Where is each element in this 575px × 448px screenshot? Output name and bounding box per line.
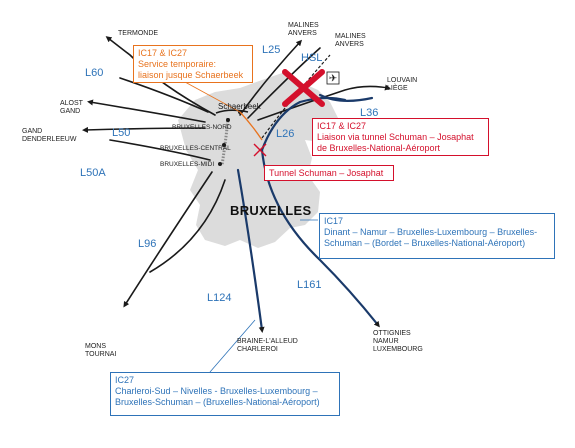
blue-leader-ic27 (209, 319, 256, 373)
line-l60-branch (119, 77, 209, 113)
label-l50a: L50A (80, 167, 106, 179)
line-louvain (257, 84, 391, 121)
label-l36: L36 (360, 107, 379, 119)
label-schaerbeek: Schaerbeek (218, 102, 261, 111)
line-l36 (318, 93, 374, 102)
station-central (222, 143, 226, 147)
label-hsl: HSL (301, 52, 323, 64)
label-l124: L124 (207, 292, 232, 304)
works-icon (253, 143, 267, 157)
line-l96-b (149, 179, 226, 273)
label-l96: L96 (138, 238, 157, 250)
label-central: BRUXELLES-CENTRAL (160, 145, 231, 152)
label-l25: L25 (262, 44, 281, 56)
brussels-urban-area (178, 72, 338, 248)
line-l50a (109, 139, 211, 161)
airplane-icon: ✈ (326, 71, 340, 85)
orange-leader (184, 81, 241, 113)
station-nord (226, 118, 230, 122)
label-nord: BRUXELLES-NORD (172, 124, 232, 131)
label-l161: L161 (297, 279, 322, 291)
line-l26 (260, 96, 347, 152)
line-l161 (260, 148, 380, 328)
callout-red-tunnel-name: Tunnel Schuman – Josaphat (264, 165, 394, 181)
line-l25 (239, 39, 303, 116)
closure-icon (282, 69, 325, 107)
dest-termonde: TERMONDE (118, 30, 159, 37)
svg-text:✈: ✈ (329, 74, 337, 85)
line-l50 (87, 99, 206, 123)
line-l50-b (82, 126, 206, 133)
north-junction (215, 109, 249, 114)
line-l124 (236, 168, 265, 333)
label-l26: L26 (276, 128, 295, 140)
line-l25-b (247, 47, 321, 119)
city-label: BRUXELLES (230, 203, 312, 218)
label-l60: L60 (85, 67, 104, 79)
label-l50: L50 (112, 127, 131, 139)
orange-service-link (239, 111, 263, 141)
label-midi: BRUXELLES-MIDI (160, 161, 215, 168)
line-l96 (123, 171, 213, 308)
station-midi (218, 162, 222, 166)
